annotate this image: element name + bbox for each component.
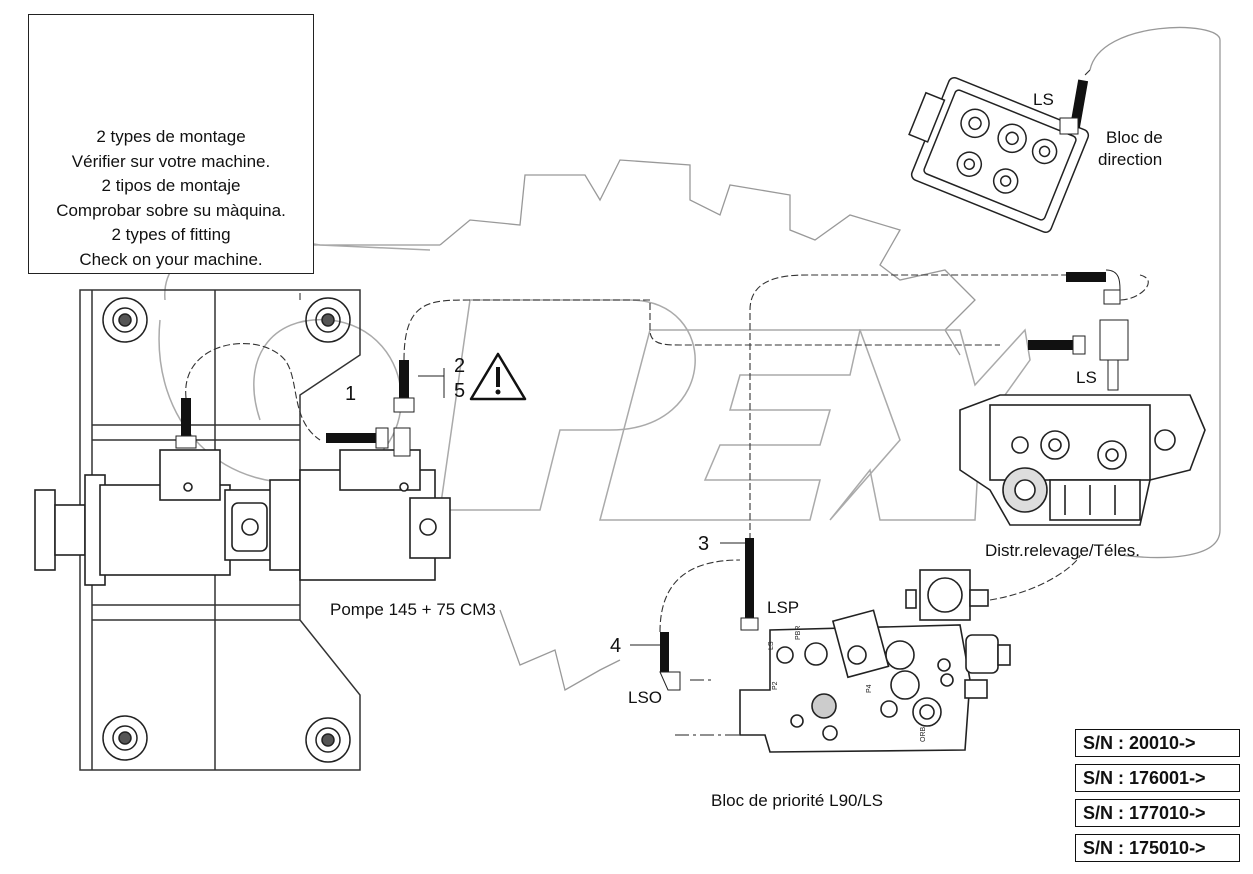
serial-number-box: S/N : 177010-> <box>1075 799 1240 827</box>
callout-4: 4 <box>610 635 622 657</box>
callout-5: 5 <box>454 380 466 402</box>
ls-tee-fittings <box>1028 269 1129 391</box>
priority-port-labels: LS PBR P2 P4 ORB <box>768 626 927 742</box>
warning-line: 2 types of fitting <box>111 225 231 244</box>
hydraulic-lines <box>185 69 1149 633</box>
pump-fittings <box>175 360 415 457</box>
priority-block <box>739 569 1011 753</box>
pump-body <box>34 449 451 586</box>
warning-line: Comprobar sobre su màquina. <box>56 200 286 220</box>
svg-text:LS: LS <box>768 641 775 650</box>
svg-text:PBR: PBR <box>795 626 802 640</box>
serial-number-box: S/N : 175010-> <box>1075 834 1240 862</box>
label-bloc-direction-line1: Bloc de <box>1106 128 1163 147</box>
distributor-block <box>959 394 1206 526</box>
label-lso: LSO <box>628 688 663 707</box>
serial-number-box: S/N : 20010-> <box>1075 729 1240 757</box>
warning-line: Vérifier sur votre machine. <box>71 151 271 171</box>
label-lsp: LSP <box>767 598 800 617</box>
svg-text:P4: P4 <box>866 684 873 693</box>
label-ls-top: LS <box>1033 90 1054 109</box>
callout-2: 2 <box>454 355 466 377</box>
mounting-bolts <box>102 297 351 763</box>
warning-line: 2 types de montage <box>96 127 246 146</box>
serial-number-box: S/N : 176001-> <box>1075 764 1240 792</box>
warning-line: Check on your machine. <box>79 249 263 269</box>
warning-box: 2 types de montage Vérifier sur votre ma… <box>28 14 314 274</box>
fitting-lso <box>659 632 681 691</box>
svg-text:P2: P2 <box>772 681 779 690</box>
callout-3: 3 <box>698 533 710 555</box>
label-ls-mid: LS <box>1076 368 1097 387</box>
label-distributor: Distr.relevage/Téles. <box>985 541 1140 560</box>
label-pump: Pompe 145 + 75 CM3 <box>330 600 496 619</box>
label-priority-block: Bloc de priorité L90/LS <box>711 791 883 810</box>
steering-block <box>908 76 1090 234</box>
steering-fitting <box>1059 79 1089 135</box>
callout-1: 1 <box>345 383 357 405</box>
label-bloc-direction-line2: direction <box>1098 150 1163 169</box>
leader-lines <box>418 368 745 646</box>
warning-text: 2 types de montage Vérifier sur votre ma… <box>29 125 313 272</box>
fitting-lsp <box>740 538 759 631</box>
svg-text:ORB: ORB <box>920 727 927 743</box>
warning-line: 2 tipos de montaje <box>101 176 241 195</box>
opex-watermark <box>158 238 1031 521</box>
small-warning-icon <box>469 352 527 401</box>
